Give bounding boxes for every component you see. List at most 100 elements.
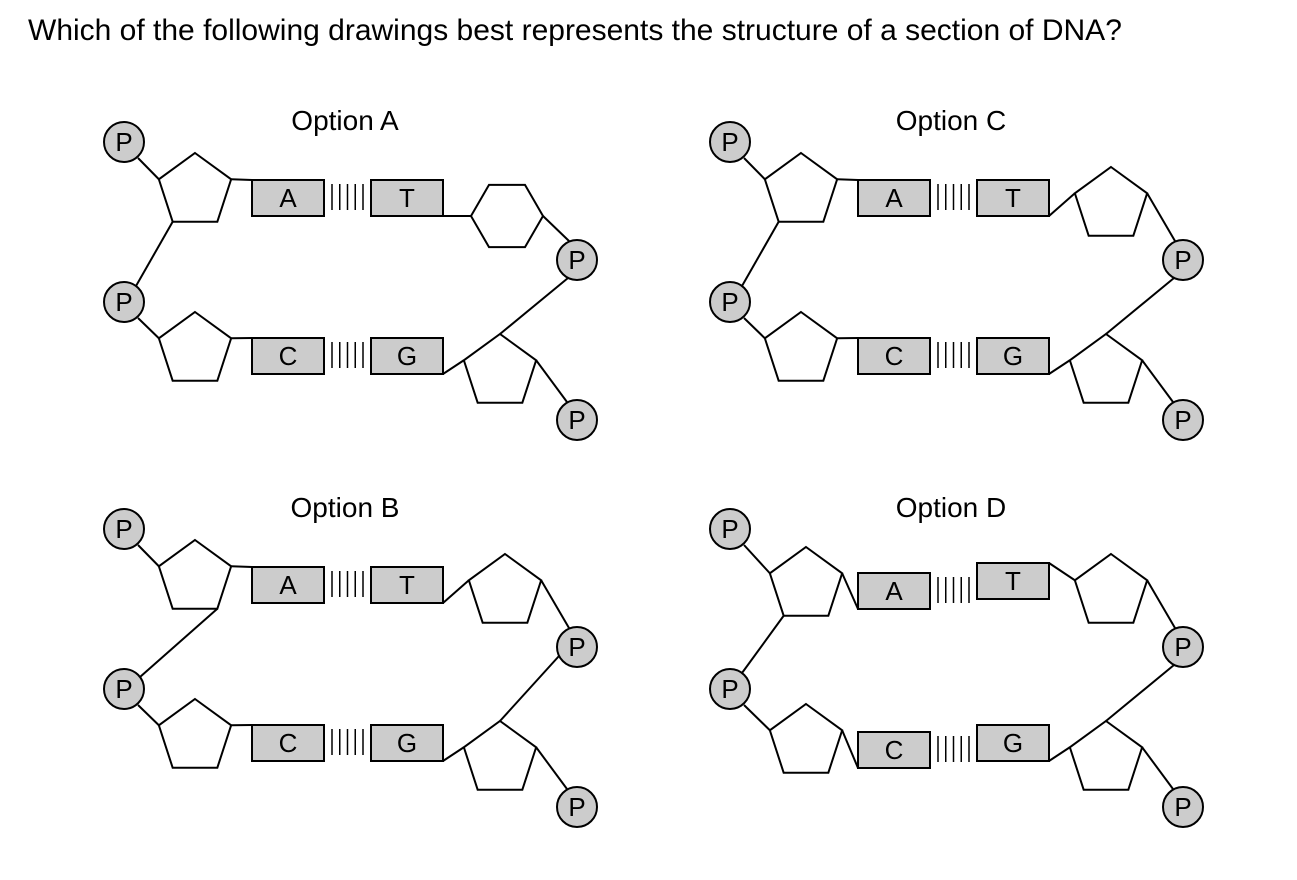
- base-rect-C-bottom-left: [857, 337, 931, 375]
- base-rect-D-bottom-left: [857, 731, 931, 769]
- base-label-D-bottom-left: C: [885, 735, 904, 765]
- bond-D-sugar-p-rt: [1146, 579, 1176, 629]
- phosphate-label-D-right-top: P: [1174, 632, 1191, 662]
- base-rect-B-bottom-left: [251, 724, 325, 762]
- bond-D-sugar-p-rb: [1141, 746, 1174, 790]
- phosphate-label-A-right-bottom: P: [568, 405, 585, 435]
- bond-C-sugar-p-rt: [1146, 192, 1176, 242]
- base-label-B-bottom-left: C: [279, 728, 298, 758]
- sugar-left-top-C: [763, 151, 839, 223]
- bond-B-sugar-base-rb: [442, 746, 465, 762]
- option-title-b: Option B: [291, 492, 400, 523]
- phosphate-circle-B-right-bottom: [556, 786, 598, 828]
- bond-C-back-left: [741, 221, 780, 287]
- base-rect-D-bottom-right: [976, 724, 1050, 762]
- phosphate-circle-D-left-bottom: [709, 668, 751, 710]
- sugar-left-top-A: [157, 151, 233, 223]
- phosphate-circle-C-left-top: [709, 121, 751, 163]
- base-label-B-top-right: T: [399, 570, 415, 600]
- bond-A-back-right: [499, 277, 569, 335]
- sugar-left-bottom-D: [768, 702, 844, 774]
- base-rect-B-bottom-right: [370, 724, 444, 762]
- sugar-right-bottom-C: [1068, 332, 1144, 404]
- bond-B-back-right: [499, 655, 560, 722]
- bond-B-sugar-base-rt: [442, 579, 470, 604]
- base-label-A-bottom-left: C: [279, 341, 298, 371]
- phosphate-circle-D-right-bottom: [1162, 786, 1204, 828]
- bond-D-sugar-base-lt: [841, 572, 859, 610]
- question-text: Which of the following drawings best rep…: [28, 14, 1122, 47]
- sugar-left-top-D: [768, 545, 844, 617]
- base-rect-D-top-left: [857, 572, 931, 610]
- sugar-right-bottom-D: [1068, 719, 1144, 791]
- base-label-C-top-left: A: [885, 183, 903, 213]
- bond-D-pLt-sugar: [743, 544, 771, 574]
- phosphate-circle-A-left-top: [103, 121, 145, 163]
- base-label-C-top-right: T: [1005, 183, 1021, 213]
- phosphate-circle-A-right-top: [556, 239, 598, 281]
- bond-D-sugar-base-rt: [1048, 562, 1076, 582]
- base-label-A-top-right: T: [399, 183, 415, 213]
- bond-D-back-right: [1105, 664, 1175, 722]
- bond-B-pLb-sugar: [137, 704, 160, 726]
- base-rect-B-top-left: [251, 566, 325, 604]
- phosphate-label-A-left-top: P: [115, 127, 132, 157]
- phosphate-circle-B-left-bottom: [103, 668, 145, 710]
- base-label-A-bottom-right: G: [397, 341, 417, 371]
- base-rect-C-top-left: [857, 179, 931, 217]
- base-rect-A-bottom-left: [251, 337, 325, 375]
- sugar-left-bottom-A: [157, 310, 233, 382]
- phosphate-circle-A-left-bottom: [103, 281, 145, 323]
- bond-A-sugar-p-rt: [542, 215, 570, 242]
- sugar-right-top-C: [1073, 165, 1149, 237]
- bond-B-pLt-sugar: [137, 544, 160, 567]
- sugar-right-top-D: [1073, 552, 1149, 624]
- bond-B-sugar-p-rt: [540, 579, 570, 629]
- sugar-left-bottom-C: [763, 310, 839, 382]
- phosphate-label-B-right-bottom: P: [568, 792, 585, 822]
- phosphate-label-C-right-top: P: [1174, 245, 1191, 275]
- phosphate-circle-C-left-bottom: [709, 281, 751, 323]
- bond-B-sugar-base-lt: [231, 565, 253, 568]
- bond-A-sugar-base-rb: [442, 359, 465, 375]
- base-rect-C-bottom-right: [976, 337, 1050, 375]
- phosphate-label-B-right-top: P: [568, 632, 585, 662]
- base-rect-C-top-right: [976, 179, 1050, 217]
- phosphate-label-D-left-bottom: P: [721, 674, 738, 704]
- option-title-c: Option C: [896, 105, 1007, 136]
- sugar-left-top-B: [157, 538, 233, 610]
- base-rect-A-bottom-right: [370, 337, 444, 375]
- phosphate-label-D-right-bottom: P: [1174, 792, 1191, 822]
- base-rect-D-top-right: [976, 562, 1050, 600]
- phosphate-label-C-right-bottom: P: [1174, 405, 1191, 435]
- phosphate-label-B-left-bottom: P: [115, 674, 132, 704]
- bond-C-pLt-sugar: [743, 157, 766, 180]
- bond-B-sugar-p-rb: [535, 746, 568, 790]
- bond-C-sugar-base-lt: [837, 178, 859, 181]
- bond-C-sugar-p-rb: [1141, 359, 1174, 403]
- option-b: Option B P P A T C G P P: [103, 492, 598, 828]
- bond-D-pLb-sugar: [743, 704, 771, 731]
- bond-B-back-left: [139, 607, 218, 678]
- bond-C-pLb-sugar: [743, 317, 766, 339]
- option-title-a: Option A: [291, 105, 399, 136]
- option-title-d: Option D: [896, 492, 1007, 523]
- phosphate-label-A-right-top: P: [568, 245, 585, 275]
- sugar-right-top-B: [467, 552, 543, 624]
- phosphate-label-B-left-top: P: [115, 514, 132, 544]
- base-label-D-top-left: A: [885, 576, 903, 606]
- phosphate-circle-A-right-bottom: [556, 399, 598, 441]
- base-rect-B-top-right: [370, 566, 444, 604]
- bond-D-back-left: [741, 615, 785, 674]
- phosphate-circle-B-right-top: [556, 626, 598, 668]
- phosphate-circle-D-left-top: [709, 508, 751, 550]
- phosphate-label-A-left-bottom: P: [115, 287, 132, 317]
- base-label-B-top-left: A: [279, 570, 297, 600]
- sugar-left-bottom-B: [157, 697, 233, 769]
- bond-A-back-left: [135, 221, 174, 287]
- base-label-B-bottom-right: G: [397, 728, 417, 758]
- bond-C-sugar-base-rb: [1048, 359, 1071, 375]
